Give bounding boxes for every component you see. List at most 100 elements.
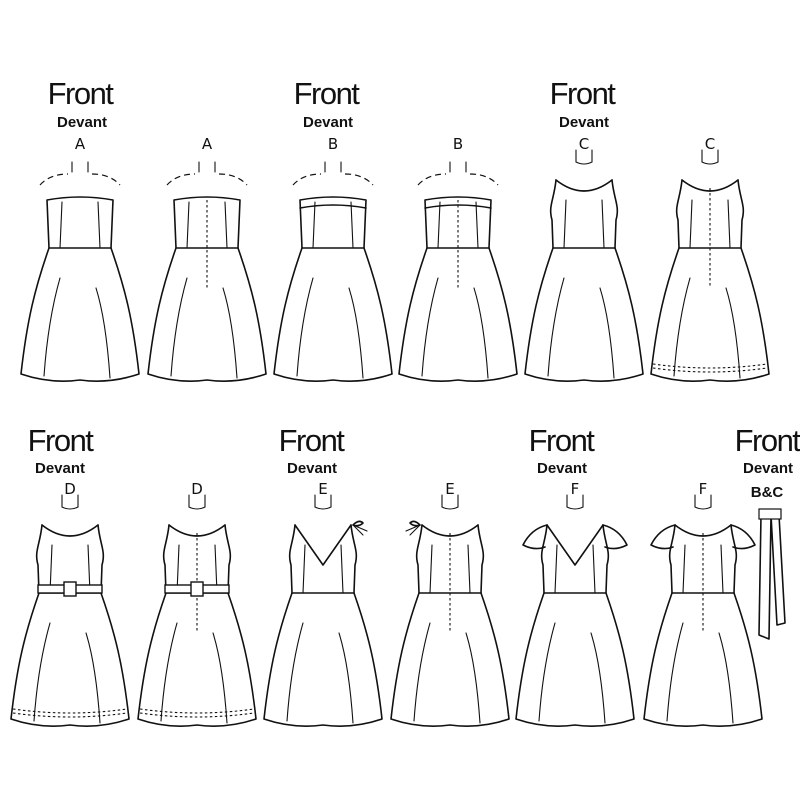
shoulder-bow bbox=[352, 520, 364, 527]
bodice-seam bbox=[475, 201, 479, 249]
skirt-fold bbox=[338, 632, 354, 724]
bodice-seam bbox=[312, 201, 316, 249]
shoulder-bow bbox=[409, 520, 421, 527]
bodice-outline bbox=[299, 196, 367, 249]
cap-sleeve-left bbox=[650, 524, 676, 550]
shoulder-guide bbox=[39, 173, 69, 186]
bodice-outline bbox=[46, 196, 114, 249]
skirt-outline bbox=[147, 247, 267, 382]
view-label-sash: B&C bbox=[750, 484, 784, 501]
heading-front-b: Front bbox=[293, 76, 360, 111]
skirt-fold bbox=[599, 287, 615, 379]
scoop-neckline bbox=[555, 179, 613, 192]
garment-f-back bbox=[643, 494, 763, 727]
garment-b-back bbox=[398, 161, 518, 382]
bodice-seam bbox=[340, 544, 344, 594]
heading-devant-c: Devant bbox=[558, 114, 610, 131]
hem-band bbox=[12, 708, 128, 714]
bodice-seam bbox=[467, 544, 471, 594]
neck-line bbox=[566, 494, 584, 510]
bodice-seam bbox=[97, 201, 101, 249]
skirt-fold bbox=[666, 622, 684, 722]
view-label-b-front: B bbox=[327, 135, 339, 153]
skirt-fold bbox=[547, 277, 565, 377]
buckle bbox=[63, 581, 77, 597]
shoulder-guide bbox=[91, 173, 121, 186]
garment-e-back bbox=[390, 494, 510, 727]
top-band bbox=[299, 204, 367, 209]
sash-illustration bbox=[758, 508, 786, 640]
skirt-outline bbox=[643, 592, 763, 727]
skirt-outline bbox=[390, 592, 510, 727]
heading-front-e: Front bbox=[278, 423, 345, 458]
skirt-fold bbox=[413, 622, 431, 722]
heading-front-c: Front bbox=[549, 76, 616, 111]
neck-line bbox=[694, 494, 712, 510]
bodice-seam bbox=[350, 201, 354, 249]
skirt-fold bbox=[296, 277, 314, 377]
skirt-fold bbox=[222, 287, 238, 379]
heading-devant-d: Devant bbox=[34, 460, 86, 477]
view-label-a-back: A bbox=[201, 135, 213, 153]
hem-band bbox=[139, 708, 255, 714]
bodice-seam bbox=[720, 544, 724, 594]
garment-a-back bbox=[147, 161, 267, 382]
hem-band bbox=[139, 712, 255, 718]
bodice-seam bbox=[186, 201, 190, 249]
bodice-outline bbox=[288, 524, 358, 594]
skirt-fold bbox=[421, 277, 439, 377]
hem-band bbox=[652, 363, 768, 369]
view-label-d-front: D bbox=[64, 480, 76, 498]
sash-tail bbox=[758, 514, 772, 640]
view-label-c-front: C bbox=[578, 135, 590, 153]
garment-e-front bbox=[263, 494, 383, 727]
heading-front-sash: Front bbox=[734, 423, 800, 458]
skirt-outline bbox=[524, 247, 644, 382]
garment-c-back bbox=[650, 149, 770, 382]
heading-devant-a: Devant bbox=[56, 114, 108, 131]
garment-c-front bbox=[524, 149, 644, 382]
bodice-seam bbox=[727, 199, 731, 249]
skirt-fold bbox=[85, 632, 101, 724]
skirt-fold bbox=[43, 277, 61, 377]
bow-tail bbox=[409, 524, 421, 536]
scoop-neckline bbox=[168, 524, 226, 537]
garment-d-back bbox=[137, 494, 257, 727]
shoulder-guide bbox=[344, 173, 374, 186]
bodice-seam bbox=[563, 199, 567, 249]
bodice-seam bbox=[689, 199, 693, 249]
bodice-seam bbox=[554, 544, 558, 594]
bodice-outline bbox=[424, 196, 492, 249]
heading-front-f: Front bbox=[528, 423, 595, 458]
skirt-fold bbox=[170, 277, 188, 377]
bodice-outline bbox=[549, 179, 619, 249]
bodice-seam bbox=[592, 544, 596, 594]
bodice-seam bbox=[437, 201, 441, 249]
view-label-b-back: B bbox=[452, 135, 464, 153]
shoulder-guide bbox=[166, 173, 196, 186]
view-label-f-back: F bbox=[698, 480, 708, 498]
neck-line bbox=[314, 494, 332, 510]
cap-sleeve-right bbox=[730, 524, 756, 550]
skirt-fold bbox=[673, 277, 691, 377]
skirt-fold bbox=[725, 287, 741, 379]
skirt-fold bbox=[33, 622, 51, 722]
bodice-outline bbox=[173, 196, 241, 249]
neck-line bbox=[61, 494, 79, 510]
skirt-outline bbox=[263, 592, 383, 727]
shoulder-guide bbox=[417, 173, 447, 186]
skirt-fold bbox=[538, 622, 556, 722]
neck-line bbox=[575, 149, 593, 165]
view-label-f-front: F bbox=[570, 480, 580, 498]
view-label-a-front: A bbox=[74, 135, 86, 153]
bodice-seam bbox=[682, 544, 686, 594]
view-label-c-back: C bbox=[704, 135, 716, 153]
scoop-neckline bbox=[421, 524, 479, 537]
skirt-fold bbox=[590, 632, 606, 724]
buckle bbox=[190, 581, 204, 597]
skirt-fold bbox=[473, 287, 489, 379]
view-label-e-front: E bbox=[318, 480, 328, 498]
sash-knot bbox=[758, 508, 782, 520]
hem-band bbox=[12, 712, 128, 718]
